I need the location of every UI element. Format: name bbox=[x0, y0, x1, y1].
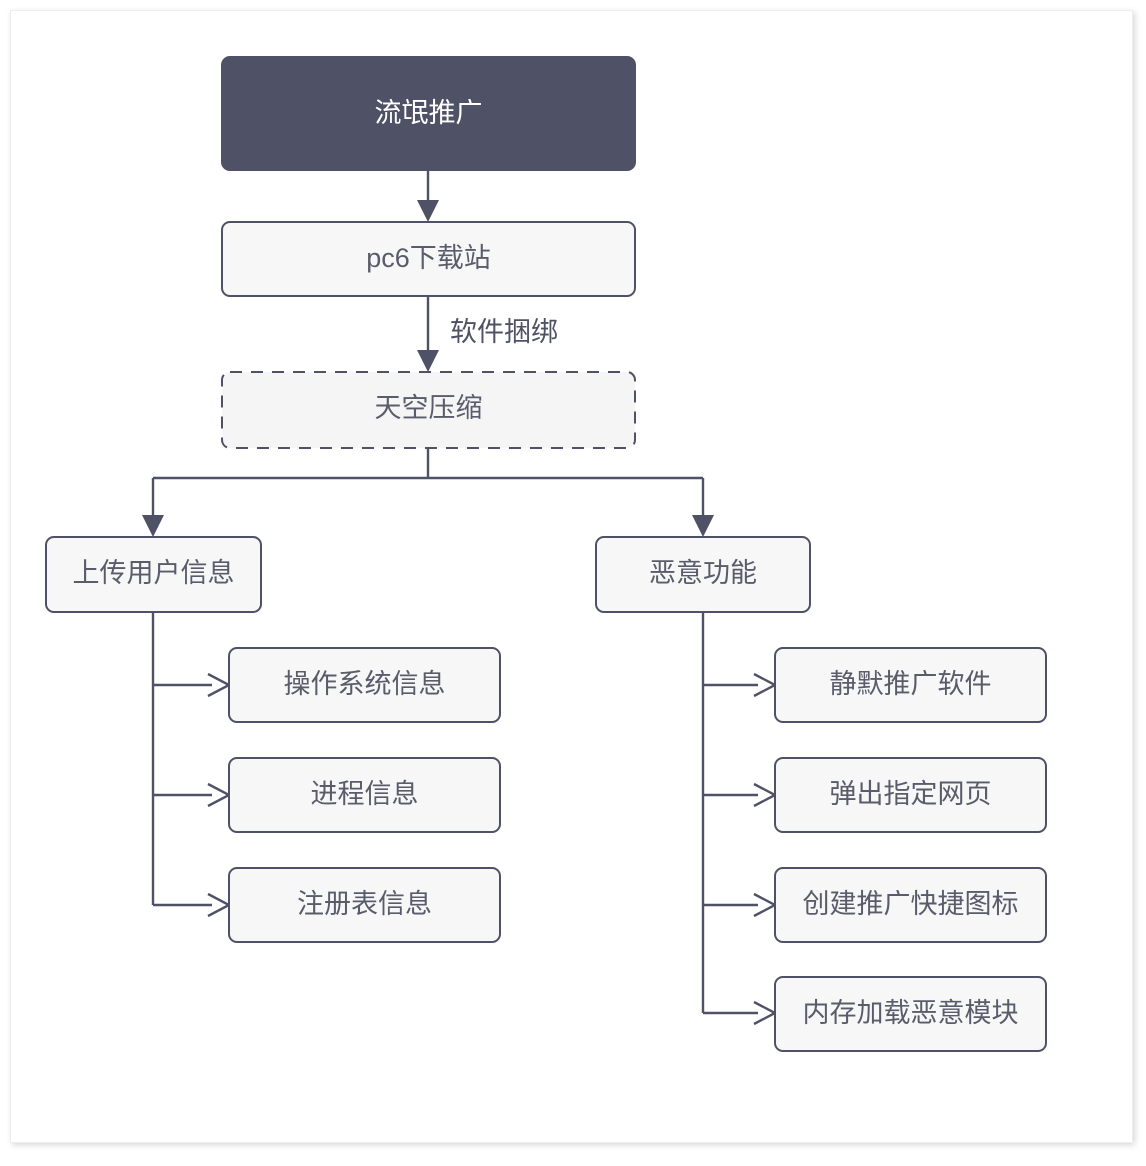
node-os-info-box[interactable] bbox=[228, 647, 501, 723]
node-registry-info-label: 注册表信息 bbox=[297, 889, 432, 919]
node-malware[interactable]: 恶意功能 bbox=[595, 536, 811, 613]
node-pc6[interactable]: pc6下载站 bbox=[221, 221, 636, 297]
node-registry-info[interactable]: 注册表信息 bbox=[228, 867, 501, 943]
node-memory-module[interactable]: 内存加载恶意模块 bbox=[774, 976, 1047, 1052]
node-root-label: 流氓推广 bbox=[375, 98, 483, 128]
node-memory-module-label: 内存加载恶意模块 bbox=[803, 998, 1019, 1028]
node-pc6-box[interactable] bbox=[221, 221, 636, 297]
node-create-shortcut[interactable]: 创建推广快捷图标 bbox=[774, 867, 1047, 943]
node-sky[interactable]: 天空压缩 bbox=[221, 371, 636, 449]
node-sky-label: 天空压缩 bbox=[375, 393, 483, 423]
node-silent-promotion-label: 静默推广软件 bbox=[830, 669, 992, 699]
node-process-info-box[interactable] bbox=[228, 757, 501, 833]
node-create-shortcut-box[interactable] bbox=[774, 867, 1047, 943]
edge-upload-to-children bbox=[151, 612, 232, 918]
node-registry-info-box[interactable] bbox=[228, 867, 501, 943]
node-popup-webpage[interactable]: 弹出指定网页 bbox=[774, 757, 1047, 833]
node-upload-box[interactable] bbox=[45, 536, 262, 613]
node-memory-module-box[interactable] bbox=[774, 976, 1047, 1052]
edge-label-bundling: 软件捆绑 bbox=[450, 317, 558, 347]
node-popup-webpage-label: 弹出指定网页 bbox=[830, 779, 992, 809]
node-sky-box[interactable] bbox=[221, 371, 636, 449]
node-malware-box[interactable] bbox=[595, 536, 811, 613]
node-upload-label: 上传用户信息 bbox=[73, 558, 235, 588]
node-create-shortcut-label: 创建推广快捷图标 bbox=[803, 889, 1019, 919]
node-silent-promotion-box[interactable] bbox=[774, 647, 1047, 723]
node-pc6-label: pc6下载站 bbox=[366, 243, 491, 273]
node-silent-promotion[interactable]: 静默推广软件 bbox=[774, 647, 1047, 723]
edge-root-to-pc6 bbox=[417, 170, 439, 222]
node-root[interactable]: 流氓推广 bbox=[221, 56, 636, 171]
node-os-info[interactable]: 操作系统信息 bbox=[228, 647, 501, 723]
node-process-info-label: 进程信息 bbox=[311, 779, 419, 809]
node-malware-label: 恶意功能 bbox=[649, 558, 757, 588]
node-os-info-label: 操作系统信息 bbox=[284, 669, 446, 699]
edge-sky-to-branches bbox=[142, 448, 714, 537]
node-process-info[interactable]: 进程信息 bbox=[228, 757, 501, 833]
node-popup-webpage-box[interactable] bbox=[774, 757, 1047, 833]
node-root-box[interactable] bbox=[221, 56, 636, 171]
edge-malware-to-children bbox=[701, 612, 778, 1026]
node-upload[interactable]: 上传用户信息 bbox=[45, 536, 262, 613]
edge-pc6-to-sky bbox=[417, 296, 439, 372]
